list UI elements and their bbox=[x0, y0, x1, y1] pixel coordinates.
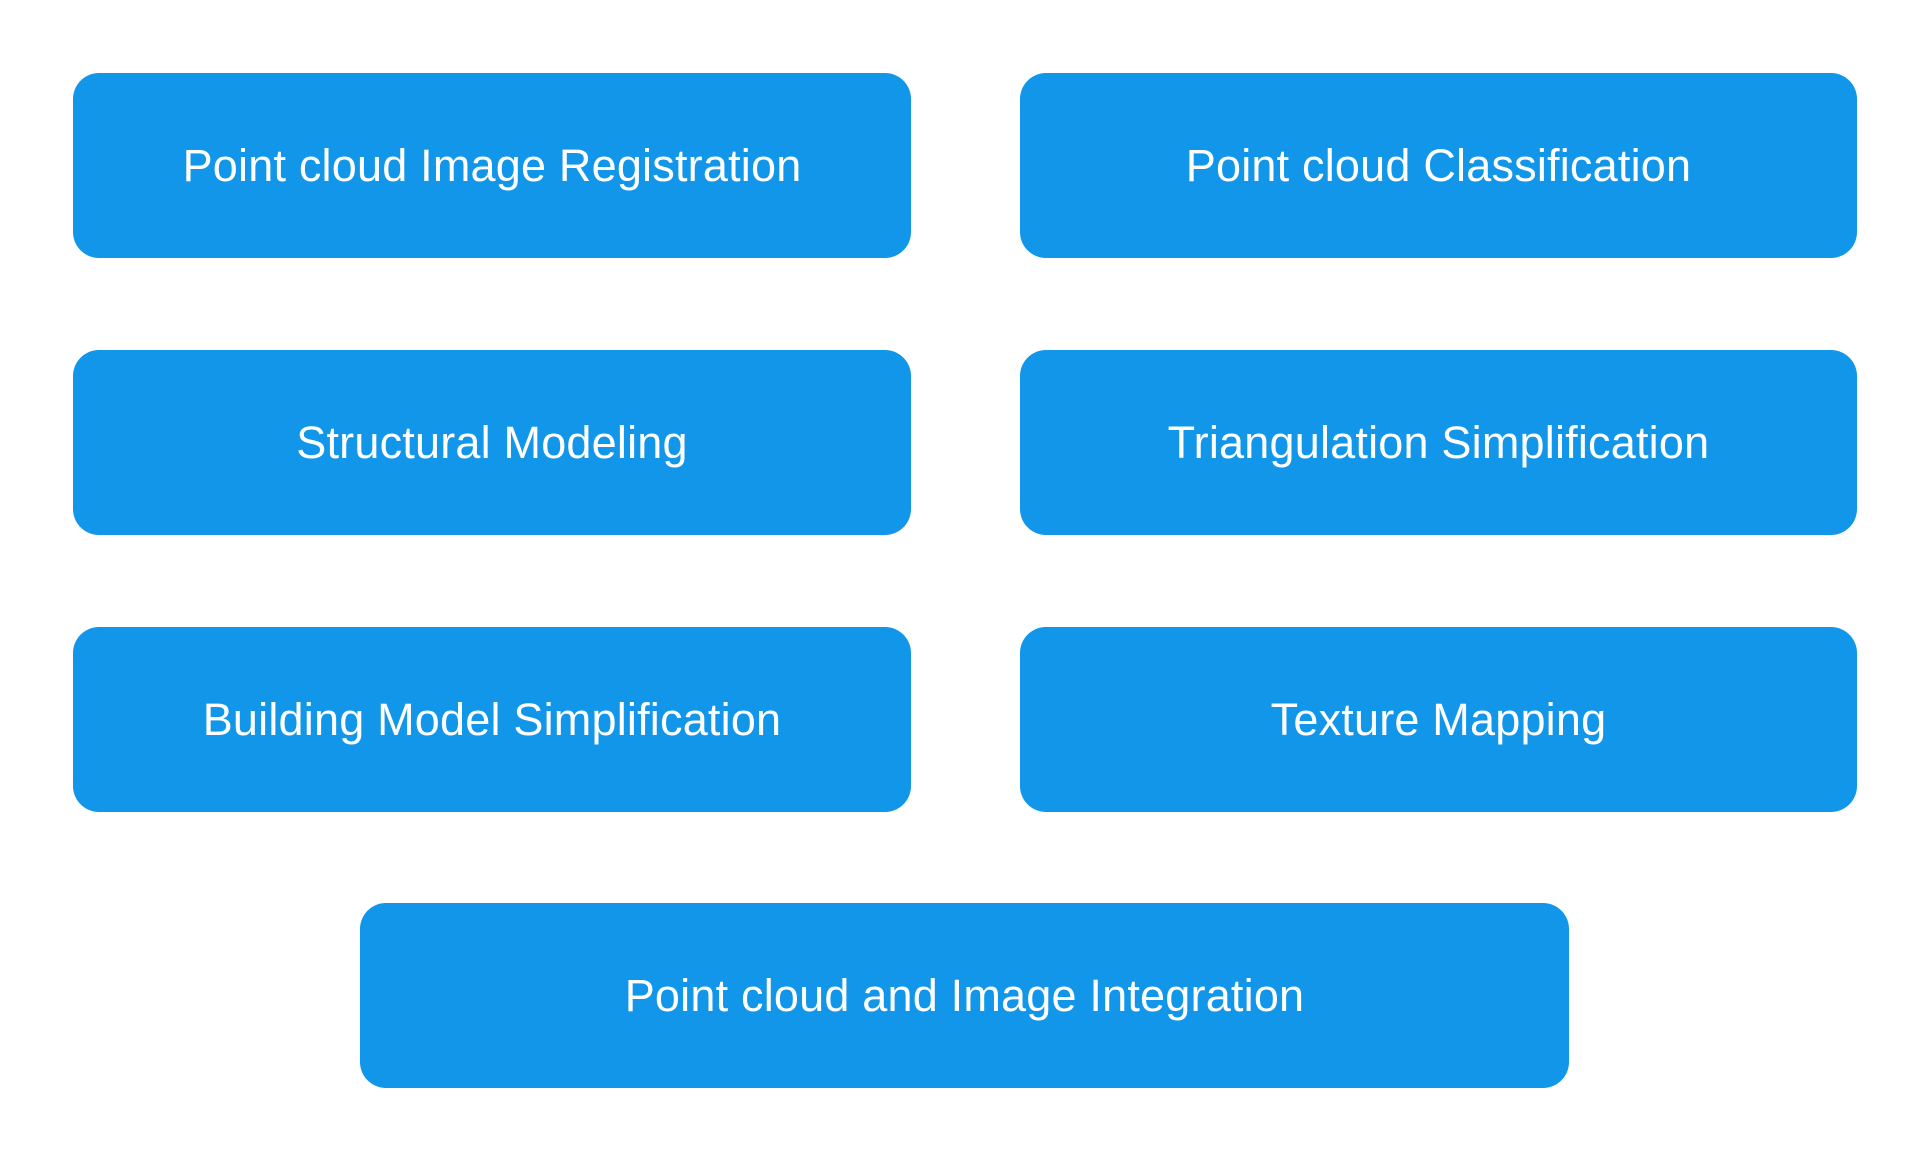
building-model-simplification-box: Building Model Simplification bbox=[73, 627, 911, 812]
box-label: Building Model Simplification bbox=[202, 693, 782, 745]
structural-modeling-box: Structural Modeling bbox=[73, 350, 911, 535]
box-label: Point cloud Classification bbox=[1185, 139, 1692, 191]
point-cloud-image-registration-box: Point cloud Image Registration bbox=[73, 73, 911, 258]
texture-mapping-box: Texture Mapping bbox=[1020, 627, 1857, 812]
point-cloud-and-image-integration-box: Point cloud and Image Integration bbox=[360, 903, 1569, 1088]
box-label: Structural Modeling bbox=[296, 416, 688, 468]
box-label: Point cloud Image Registration bbox=[182, 139, 802, 191]
triangulation-simplification-box: Triangulation Simplification bbox=[1020, 350, 1857, 535]
box-label: Point cloud and Image Integration bbox=[624, 969, 1305, 1021]
box-label: Texture Mapping bbox=[1270, 693, 1607, 745]
box-label: Triangulation Simplification bbox=[1167, 416, 1710, 468]
point-cloud-classification-box: Point cloud Classification bbox=[1020, 73, 1857, 258]
